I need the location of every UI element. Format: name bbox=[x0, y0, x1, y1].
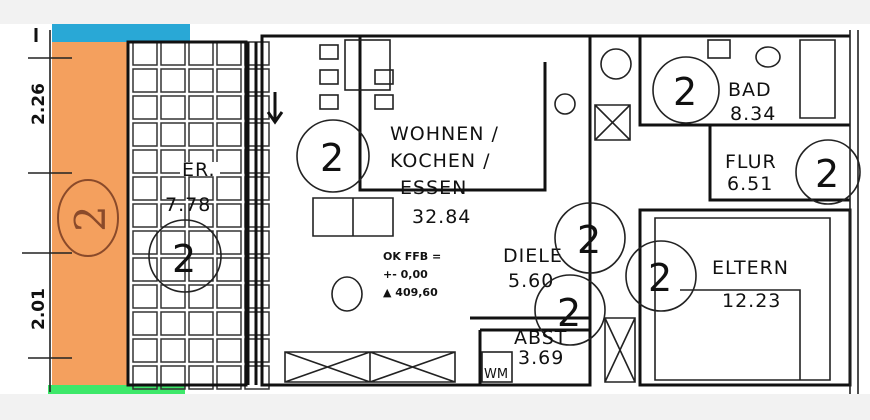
tile bbox=[132, 338, 158, 363]
diele-label: DIELE bbox=[503, 245, 563, 267]
living-area: 32.84 bbox=[412, 206, 471, 228]
tile bbox=[188, 338, 214, 363]
bath-marker: 2 bbox=[673, 70, 697, 114]
living-marker-circle bbox=[296, 119, 370, 193]
tile bbox=[132, 203, 158, 228]
balcony-label: ER. bbox=[182, 159, 216, 181]
tile bbox=[216, 68, 242, 93]
balcony-marker-circle bbox=[148, 219, 222, 293]
tile bbox=[160, 68, 186, 93]
wm-label: WM bbox=[484, 367, 508, 382]
flur-area: 6.51 bbox=[727, 173, 773, 195]
tile bbox=[188, 230, 214, 255]
tile bbox=[188, 68, 214, 93]
wm-box bbox=[481, 351, 513, 383]
tile bbox=[188, 122, 214, 147]
tile bbox=[188, 311, 214, 336]
dimension-line bbox=[22, 28, 72, 392]
level-note-3: ▲ 409,60 bbox=[383, 286, 438, 299]
abst-marker: 2 bbox=[557, 291, 581, 335]
abst-marker-circle bbox=[534, 274, 606, 346]
tile bbox=[216, 338, 242, 363]
handwritten-circle bbox=[57, 179, 119, 257]
dimension-lower: 2.01 bbox=[29, 288, 49, 330]
tile bbox=[188, 95, 214, 120]
tile bbox=[132, 95, 158, 120]
flur-label: FLUR bbox=[725, 151, 777, 173]
tile bbox=[160, 230, 186, 255]
balcony-marker: 2 bbox=[172, 237, 196, 281]
tile bbox=[160, 338, 186, 363]
tile bbox=[132, 365, 158, 390]
living-label-2: KOCHEN / bbox=[390, 150, 491, 172]
tile bbox=[160, 203, 186, 228]
tile bbox=[216, 203, 242, 228]
diele-area: 5.60 bbox=[508, 270, 554, 292]
tile bbox=[216, 230, 242, 255]
tile bbox=[132, 311, 158, 336]
eltern-marker-circle bbox=[625, 240, 697, 312]
tile bbox=[216, 149, 242, 174]
bath-marker-circle bbox=[652, 56, 720, 124]
furniture bbox=[266, 39, 781, 312]
walls bbox=[246, 30, 859, 394]
tile bbox=[216, 257, 242, 282]
tile bbox=[216, 284, 242, 309]
orange-marked-balcony bbox=[52, 42, 128, 385]
tile bbox=[216, 95, 242, 120]
balcony-area: 7.78 bbox=[165, 194, 211, 216]
living-label-3: ESSEN bbox=[400, 177, 467, 199]
bath-area: 8.34 bbox=[730, 103, 776, 125]
dimension-upper: 2.26 bbox=[29, 83, 49, 125]
abst-label: ABST bbox=[514, 327, 567, 349]
tile bbox=[132, 257, 158, 282]
tile bbox=[216, 311, 242, 336]
tile bbox=[216, 365, 242, 390]
level-note-1: OK FFB = bbox=[383, 250, 441, 263]
tile bbox=[188, 257, 214, 282]
tile bbox=[216, 122, 242, 147]
bath-label: BAD bbox=[728, 79, 772, 101]
diele-marker: 2 bbox=[577, 218, 601, 262]
tile bbox=[160, 149, 186, 174]
tile bbox=[216, 176, 242, 201]
tile bbox=[132, 149, 158, 174]
balcony-outline bbox=[126, 40, 248, 387]
tile bbox=[132, 176, 158, 201]
tile bbox=[188, 284, 214, 309]
level-note-2: +- 0,00 bbox=[383, 268, 428, 281]
blue-marked-strip bbox=[52, 24, 190, 42]
tile bbox=[160, 176, 186, 201]
abst-area: 3.69 bbox=[518, 347, 564, 369]
tile bbox=[188, 365, 214, 390]
tile bbox=[160, 284, 186, 309]
tile bbox=[160, 95, 186, 120]
tile bbox=[132, 122, 158, 147]
living-marker: 2 bbox=[320, 136, 344, 180]
eltern-area: 12.23 bbox=[722, 290, 781, 312]
flur-marker-circle bbox=[795, 139, 861, 205]
tile bbox=[188, 203, 214, 228]
tile bbox=[132, 230, 158, 255]
flur-marker: 2 bbox=[815, 152, 839, 196]
tile bbox=[160, 311, 186, 336]
diele-marker-circle bbox=[554, 202, 626, 274]
eltern-marker: 2 bbox=[648, 256, 672, 300]
tile bbox=[160, 122, 186, 147]
handwritten-mark: 2 bbox=[66, 205, 115, 232]
tile bbox=[132, 68, 158, 93]
green-marked-strip bbox=[48, 385, 185, 394]
tile bbox=[132, 284, 158, 309]
eltern-label: ELTERN bbox=[712, 257, 789, 279]
tile bbox=[188, 176, 214, 201]
tile bbox=[160, 257, 186, 282]
living-label-1: WOHNEN / bbox=[390, 123, 499, 145]
tile bbox=[160, 365, 186, 390]
